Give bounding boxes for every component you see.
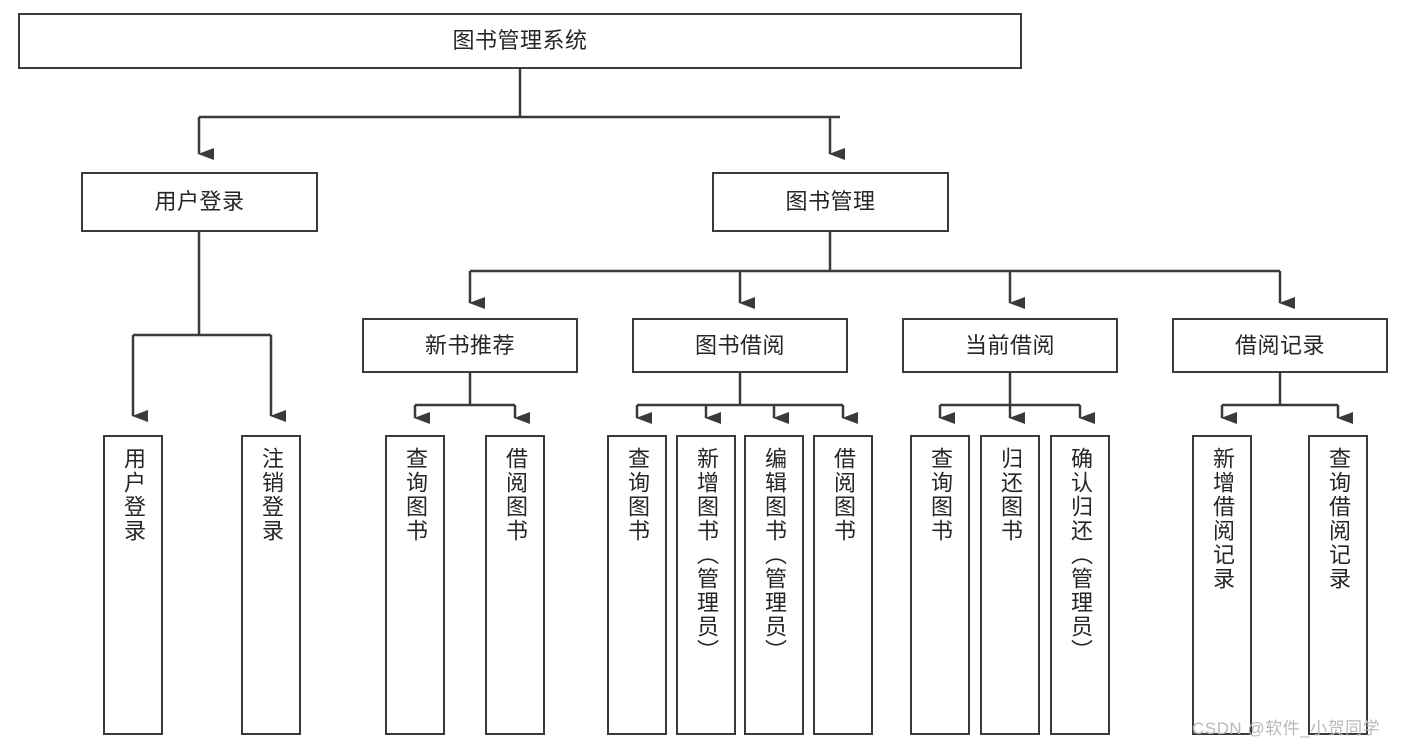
leaf-current-borrow-return[interactable]: 归还图书 xyxy=(980,435,1040,735)
leaf-current-borrow-query[interactable]: 查询图书 xyxy=(910,435,970,735)
node-label: 新增图书（管理员） xyxy=(694,447,719,663)
node-borrow-record[interactable]: 借阅记录 xyxy=(1172,318,1388,373)
node-label: 用户登录 xyxy=(121,447,146,543)
node-label: 用户登录 xyxy=(154,189,245,215)
leaf-book-borrow-add[interactable]: 新增图书（管理员） xyxy=(676,435,736,735)
node-book-management[interactable]: 图书管理 xyxy=(712,172,949,232)
node-label: 新增借阅记录 xyxy=(1210,447,1235,591)
leaf-borrow-record-add[interactable]: 新增借阅记录 xyxy=(1192,435,1252,735)
node-label: 借阅记录 xyxy=(1234,332,1325,358)
leaf-book-borrow-edit[interactable]: 编辑图书（管理员） xyxy=(744,435,804,735)
leaf-new-book-borrow[interactable]: 借阅图书 xyxy=(485,435,545,735)
node-label: 归还图书 xyxy=(998,447,1023,543)
node-label: 注销登录 xyxy=(259,447,284,543)
leaf-book-borrow-query[interactable]: 查询图书 xyxy=(607,435,667,735)
node-label: 查询借阅记录 xyxy=(1326,447,1351,591)
leaf-current-borrow-confirm-return[interactable]: 确认归还（管理员） xyxy=(1050,435,1110,735)
node-label: 确认归还（管理员） xyxy=(1068,447,1093,663)
leaf-new-book-query[interactable]: 查询图书 xyxy=(385,435,445,735)
node-label: 新书推荐 xyxy=(424,332,515,358)
node-book-borrow[interactable]: 图书借阅 xyxy=(632,318,848,373)
node-label: 图书管理系统 xyxy=(452,28,588,54)
node-label: 当前借阅 xyxy=(964,332,1055,358)
node-label: 查询图书 xyxy=(403,447,428,543)
leaf-borrow-record-query[interactable]: 查询借阅记录 xyxy=(1308,435,1368,735)
watermark-text: CSDN @软件_小贺同学 xyxy=(1192,719,1381,738)
node-label: 图书管理 xyxy=(785,189,876,215)
leaf-book-borrow-borrow[interactable]: 借阅图书 xyxy=(813,435,873,735)
node-current-borrow[interactable]: 当前借阅 xyxy=(902,318,1118,373)
node-label: 查询图书 xyxy=(625,447,650,543)
leaf-user-login-login[interactable]: 用户登录 xyxy=(103,435,163,735)
node-root-system[interactable]: 图书管理系统 xyxy=(18,13,1022,69)
node-label: 借阅图书 xyxy=(831,447,856,543)
node-label: 查询图书 xyxy=(928,447,953,543)
node-label: 图书借阅 xyxy=(694,332,785,358)
node-label: 编辑图书（管理员） xyxy=(762,447,787,663)
node-label: 借阅图书 xyxy=(503,447,528,543)
leaf-user-login-logout[interactable]: 注销登录 xyxy=(241,435,301,735)
node-user-login[interactable]: 用户登录 xyxy=(81,172,318,232)
node-new-book-recommend[interactable]: 新书推荐 xyxy=(362,318,578,373)
